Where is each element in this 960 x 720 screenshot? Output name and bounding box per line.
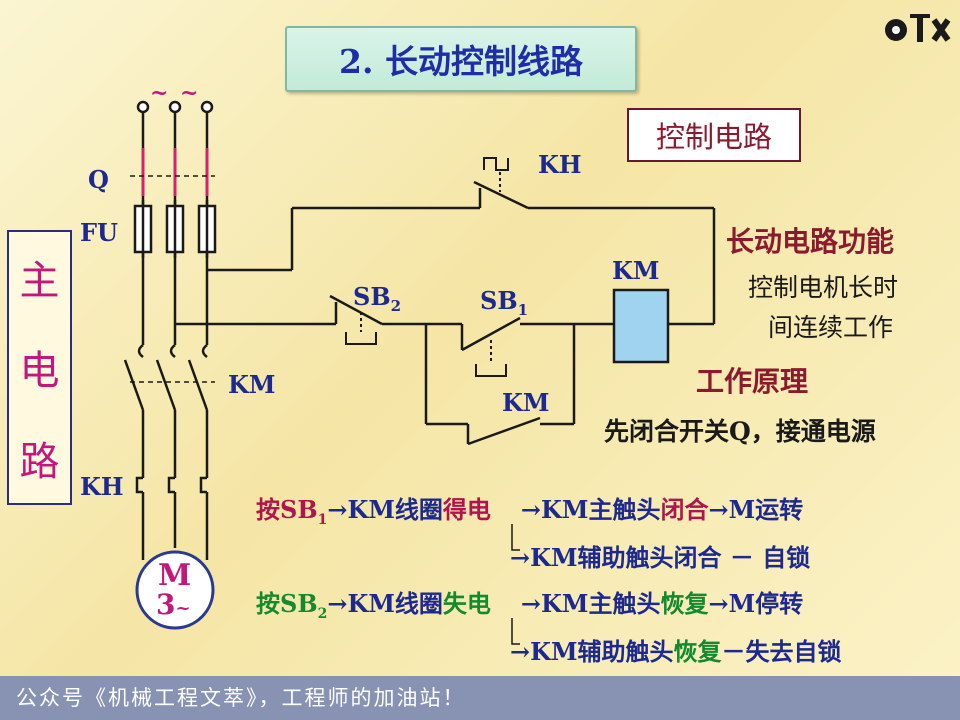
km-coil	[612, 288, 670, 364]
main-circuit-wires	[136, 100, 214, 148]
brand-logo-icon	[885, 14, 951, 42]
footer-banner: 公众号《机械工程文萃》，工程师的加油站！	[0, 676, 960, 720]
label-kh-ctrl: KH	[538, 150, 582, 179]
sequence-lose-lock-line: →KM辅助触头恢复－失去自锁	[510, 637, 842, 666]
sequence-start-line: 按SB1→KM线圈得电→KM主触头闭合→M运转	[256, 495, 804, 528]
label-km-coil: KM	[612, 256, 660, 285]
main-circuit-label: 主 电 路	[7, 230, 72, 505]
label-sb1: SB1	[480, 286, 529, 319]
function-line-2: 间连续工作	[768, 313, 894, 342]
sb2-stop-button	[329, 294, 383, 326]
label-km-main: KM	[228, 370, 276, 399]
control-circuit-wires	[175, 180, 716, 446]
principle-intro: 先闭合开关Q，接通电源	[604, 417, 876, 446]
km-main-blade-3	[187, 359, 209, 411]
kh-nc-contact	[473, 180, 529, 210]
control-circuit-label: 控制电路	[627, 108, 801, 162]
km-main-contact-hook-1	[137, 344, 144, 358]
label-fu: FU	[80, 218, 118, 247]
side-char-1: 主	[19, 258, 60, 305]
ac-symbol-2: ~	[180, 80, 199, 106]
label-kh-main: KH	[80, 472, 124, 501]
ac-symbol-1: ~	[150, 80, 169, 106]
sb2-button-head	[345, 312, 377, 345]
label-sb2: SB2	[353, 282, 402, 315]
sb1-button-head	[475, 340, 507, 377]
kh-element-3	[199, 476, 207, 494]
km-aux-contact	[467, 416, 541, 446]
page-title: 2. 长动控制线路	[285, 26, 637, 92]
sb1-start-button	[461, 316, 521, 352]
function-heading: 长动电路功能	[726, 225, 895, 258]
label-km-aux: KM	[502, 388, 550, 417]
km-main-blade-2	[155, 359, 177, 411]
sequence-stop-line: 按SB2→KM线圈失电→KM主触头恢复→M停转	[256, 589, 804, 622]
km-main-contact-hook-3	[201, 344, 208, 358]
kh-element-2	[167, 476, 175, 494]
function-line-1: 控制电机长时	[748, 273, 899, 302]
sequence-self-lock-line: →KM辅助触头闭合 － 自锁	[510, 543, 811, 572]
kh-element-1	[135, 476, 143, 494]
motor-label-m: M	[158, 558, 192, 593]
motor-symbol	[135, 550, 215, 630]
label-q: Q	[88, 165, 109, 194]
side-char-2: 电	[19, 348, 60, 395]
kh-actuator	[483, 157, 509, 192]
principle-heading: 工作原理	[696, 365, 809, 398]
km-main-contact-hook-2	[169, 344, 176, 358]
side-char-3: 路	[19, 438, 60, 485]
motor-label-phase: 3~	[156, 588, 191, 621]
km-main-blade-1	[123, 359, 145, 411]
switch-q	[141, 148, 209, 196]
